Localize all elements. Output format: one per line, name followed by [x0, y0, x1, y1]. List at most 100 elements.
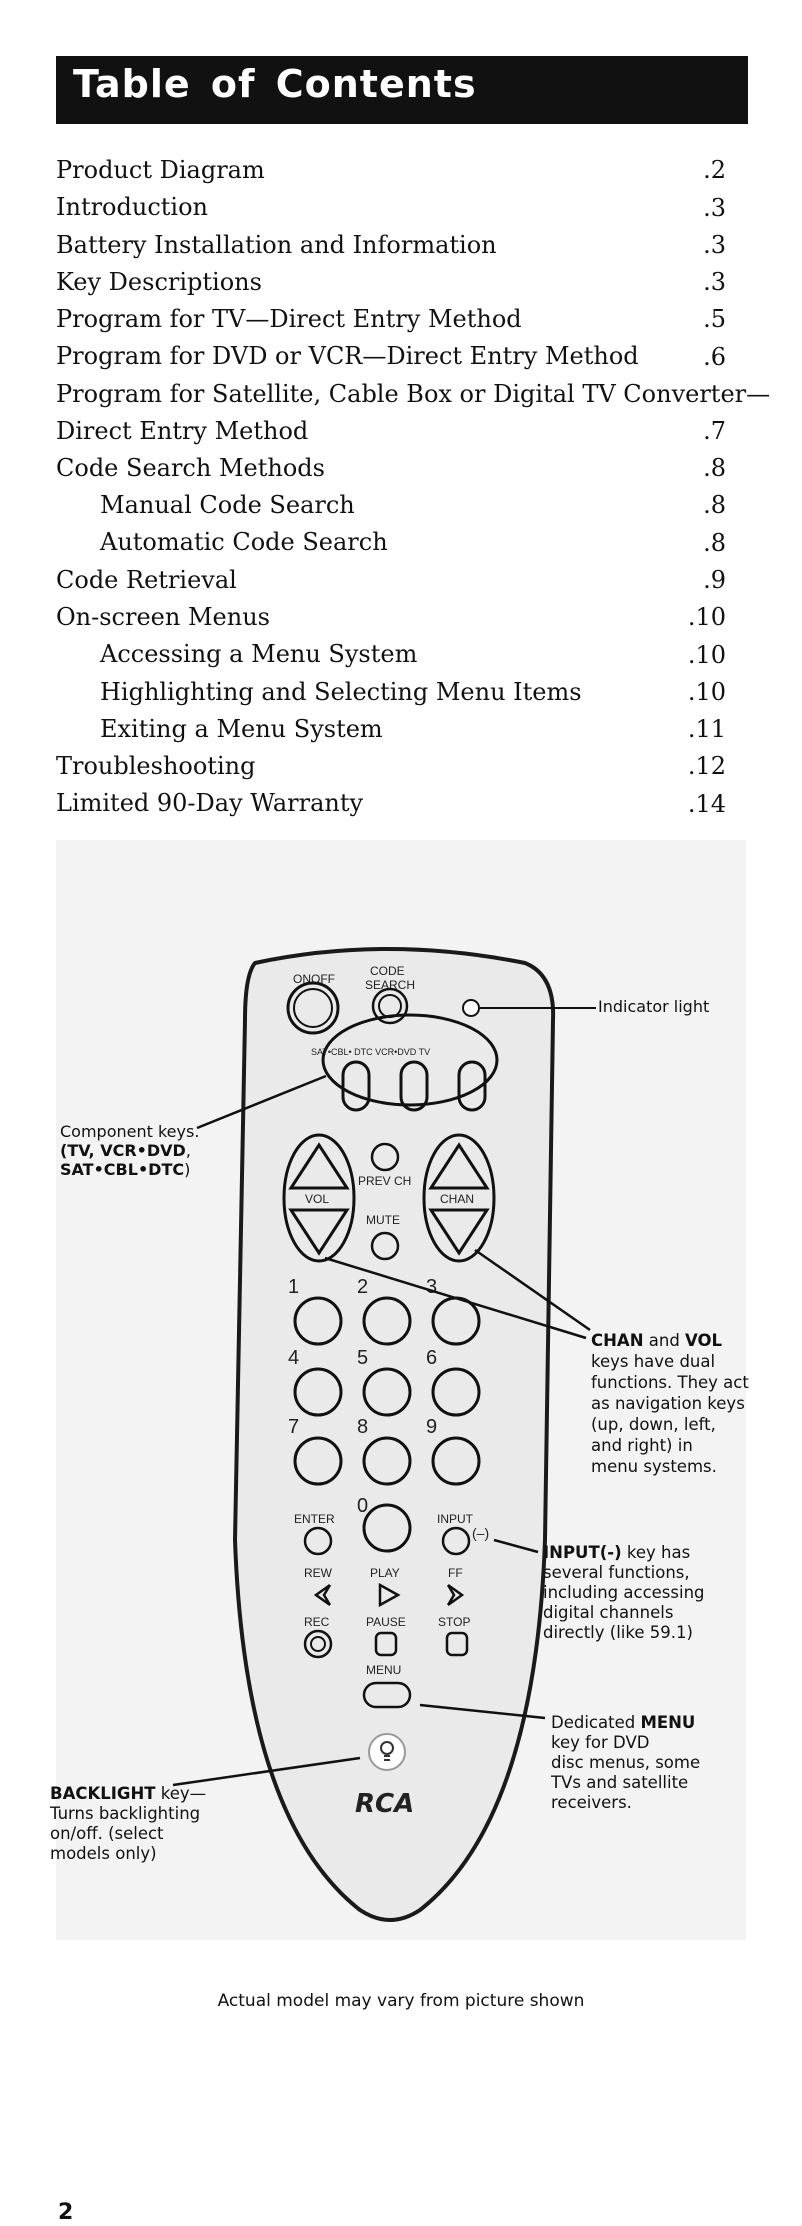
toc-entry-page: .10	[687, 640, 726, 669]
pause-button[interactable]	[374, 1631, 398, 1657]
ff-button[interactable]	[446, 1583, 465, 1607]
toc-entry-page: .3	[703, 230, 726, 259]
callout-line: TVs and satellite	[551, 1773, 689, 1792]
menu-button[interactable]	[362, 1681, 412, 1709]
callout-line: directly (like 59.1)	[543, 1623, 693, 1642]
vol-callout-bold: VOL	[685, 1331, 723, 1350]
callout-line: key for DVD	[551, 1733, 650, 1752]
digit-label: 4	[288, 1347, 299, 1369]
rew-button[interactable]	[313, 1583, 332, 1607]
stop-button[interactable]	[445, 1631, 469, 1657]
sat-cbl-dtc-button[interactable]	[341, 1060, 371, 1112]
input-leader-line	[493, 1538, 539, 1554]
title-bar: Table of Contents	[56, 56, 748, 124]
toc-entry-title: Program for Satellite, Cable Box or Digi…	[56, 379, 771, 408]
digit-button[interactable]	[431, 1367, 481, 1417]
rec-button[interactable]	[303, 1629, 333, 1659]
toc-entry: Troubleshooting.12......................…	[56, 749, 726, 786]
chan-down-arrow[interactable]	[428, 1208, 490, 1256]
rec-button-inner	[310, 1636, 326, 1652]
stop-label: STOP	[438, 1615, 470, 1629]
chan-leader-line	[474, 1248, 591, 1332]
toc-dot-leader: ........................................…	[399, 540, 704, 558]
toc-entry-title: Introduction	[56, 193, 208, 222]
code-search-label-2: SEARCH	[365, 978, 415, 992]
toc-dot-leader: ........................................…	[220, 205, 704, 223]
component-leader-line	[196, 1074, 327, 1130]
prev-ch-button[interactable]	[370, 1142, 400, 1172]
mute-label: MUTE	[366, 1213, 400, 1227]
digit-button[interactable]	[362, 1436, 412, 1486]
digit-button[interactable]	[431, 1436, 481, 1486]
callout-line: several functions,	[543, 1563, 690, 1582]
toc-entry-title: Exiting a Menu System	[100, 714, 383, 743]
toc-entry-page: .8	[703, 528, 726, 557]
toc-dot-leader: ........................................…	[273, 280, 704, 298]
enter-button[interactable]	[303, 1526, 333, 1556]
callout-line: including accessing	[543, 1583, 705, 1602]
onoff-button-inner	[293, 988, 333, 1028]
toc-entry: Product Diagram.2.......................…	[56, 153, 726, 190]
component-callout-line: (TV, VCR•DVD,	[60, 1141, 199, 1160]
tv-button[interactable]	[457, 1060, 487, 1112]
lightbulb-icon	[380, 1741, 394, 1761]
toc-entry-title: Highlighting and Selecting Menu Items	[100, 677, 582, 706]
toc-entry-page: .11	[687, 715, 726, 744]
digit-button[interactable]	[293, 1296, 343, 1346]
component-row-label: SAT•CBL• DTC VCR•DVD TV	[311, 1047, 430, 1057]
toc-dot-leader: ........................................…	[276, 168, 704, 186]
digit-button[interactable]	[293, 1367, 343, 1417]
digit-label: 1	[288, 1276, 299, 1298]
toc-entry: Program for TV—Direct Entry Method.5....…	[56, 302, 726, 339]
toc-entry-page: .3	[703, 193, 726, 222]
digit-button[interactable]	[362, 1503, 412, 1553]
toc-entry: Code Retrieval.9........................…	[56, 563, 726, 600]
toc-entry: On-screen Menus.10......................…	[56, 600, 726, 637]
play-button[interactable]	[378, 1582, 401, 1608]
callout-line: digital channels	[543, 1603, 674, 1622]
enter-label: ENTER	[294, 1512, 335, 1526]
callout-line: menu systems.	[591, 1457, 717, 1476]
digit-button[interactable]	[362, 1367, 412, 1417]
vol-label: VOL	[305, 1192, 329, 1206]
toc-entry-page: .5	[703, 305, 726, 334]
toc-dot-leader: ........................................…	[366, 503, 704, 521]
vol-leader-line	[324, 1256, 587, 1340]
component-callout-text: ,	[185, 1141, 191, 1160]
toc-dot-leader: ........................................…	[267, 764, 704, 782]
vol-down-arrow[interactable]	[288, 1208, 350, 1256]
digit-label: 7	[288, 1416, 299, 1438]
code-search-label-1: CODE	[370, 964, 405, 978]
component-callout-bold: SAT•CBL•DTC	[60, 1160, 185, 1179]
toc-entry: Manual Code Search .8....................…	[56, 488, 726, 525]
toc-entry-page: .8	[703, 491, 726, 520]
remote-diagram: ONOFF CODE SEARCH SAT•CBL• DTC VCR•DVD T…	[0, 840, 802, 2020]
toc-entry-title: Program for DVD or VCR—Direct Entry Meth…	[56, 342, 639, 371]
chan-up-arrow[interactable]	[428, 1142, 490, 1190]
callout-line: Turns backlighting	[50, 1804, 201, 1823]
toc-entry-title: Manual Code Search	[100, 491, 355, 520]
callout-line: (up, down, left,	[591, 1415, 716, 1434]
menu-leader-line	[419, 1703, 546, 1720]
toc-entry: Program for DVD or VCR—Direct Entry Meth…	[56, 339, 726, 376]
chan-rocker[interactable]	[422, 1133, 496, 1263]
toc-entry-page: .3	[703, 268, 726, 297]
onoff-button[interactable]	[286, 981, 340, 1035]
toc-entry-page: .14	[687, 789, 726, 818]
callout-line: as navigation keys	[591, 1394, 745, 1413]
digit-button[interactable]	[293, 1436, 343, 1486]
digit-label: 5	[357, 1347, 368, 1369]
digit-button[interactable]	[362, 1296, 412, 1346]
toc-entry-title: Code Retrieval	[56, 565, 237, 594]
vcr-dvd-button[interactable]	[399, 1060, 429, 1112]
code-search-button[interactable]	[371, 987, 409, 1025]
mute-button[interactable]	[370, 1231, 400, 1261]
backlight-button[interactable]	[368, 1733, 406, 1771]
vol-rocker[interactable]	[282, 1133, 356, 1263]
vol-up-arrow[interactable]	[288, 1142, 350, 1190]
input-callout-heading: INPUT(-) key has	[543, 1543, 705, 1563]
input-button[interactable]	[441, 1526, 471, 1556]
